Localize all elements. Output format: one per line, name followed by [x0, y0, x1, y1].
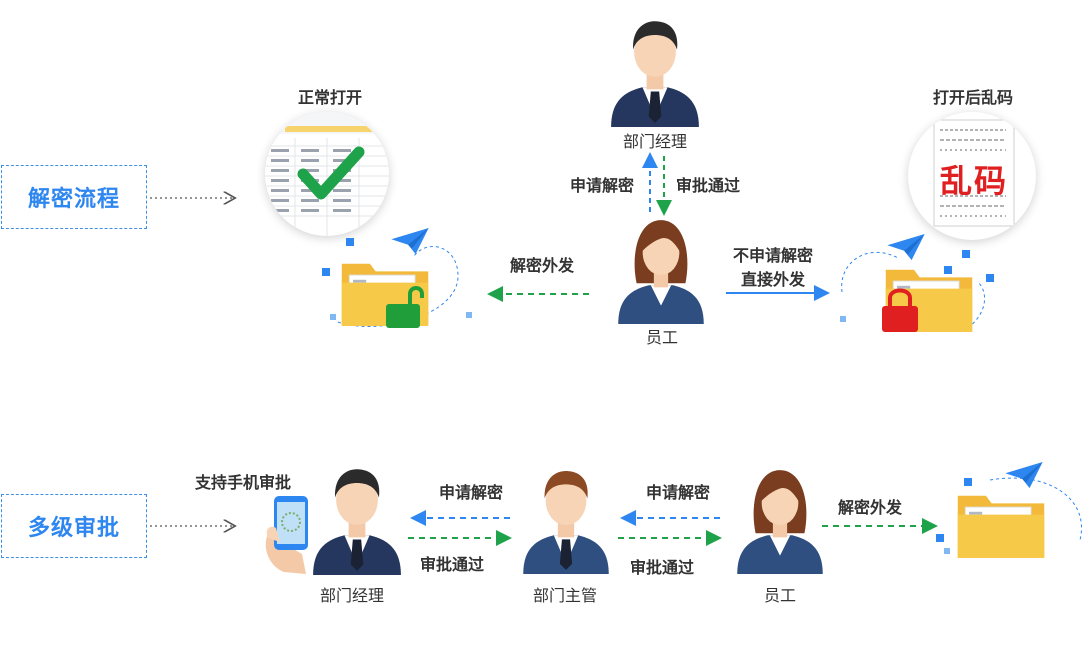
garbled-document-preview: 乱码 — [908, 112, 1036, 240]
lock-icon — [882, 306, 918, 332]
supervisor-label: 部门主管 — [532, 586, 597, 605]
unlocked-folder-group — [318, 226, 478, 336]
mobile-approval-label: 支持手机审批 — [195, 473, 292, 492]
check-icon — [297, 146, 365, 200]
no-apply-line2: 直接外发 — [740, 270, 805, 289]
vertical-flow-arrows — [642, 152, 672, 216]
normal-open-caption: 正常打开 — [297, 88, 362, 107]
garbled-text: 乱码 — [939, 162, 1008, 200]
normal-document-preview — [265, 112, 389, 236]
decrypt-send-arrow — [487, 286, 589, 302]
phone-icon — [265, 496, 308, 574]
bottom-manager-label: 部门经理 — [319, 586, 384, 605]
supervisor-avatar — [523, 471, 609, 574]
locked-folder-group — [838, 232, 998, 342]
employee-avatar — [618, 220, 704, 324]
apply-decrypt-label: 申请解密 — [570, 176, 635, 195]
manager-label: 部门经理 — [622, 132, 687, 151]
bottom-employee-label: 员工 — [763, 586, 796, 605]
folder-icon — [957, 495, 1045, 559]
manager-avatar — [611, 21, 699, 127]
bottom-manager-avatar — [313, 469, 401, 575]
no-apply-line1: 不申请解密 — [732, 246, 813, 265]
section-title-text: 解密流程 — [27, 187, 120, 212]
manager-supervisor-arrows — [408, 510, 512, 546]
bottom-decrypt-send-label: 解密外发 — [838, 498, 903, 517]
section-title-text: 多级审批 — [27, 516, 120, 541]
supervisor-employee-arrows — [618, 510, 722, 546]
paper-plane-icon — [1005, 462, 1043, 489]
apply-decrypt-label-2: 申请解密 — [646, 483, 711, 502]
section-pointer-arrow — [150, 518, 240, 534]
employee-label: 员工 — [645, 328, 678, 347]
direct-send-arrow — [726, 285, 830, 301]
approve-pass-label: 审批通过 — [676, 176, 741, 195]
decrypt-send-label: 解密外发 — [510, 256, 575, 275]
paper-plane-icon — [391, 228, 429, 255]
bottom-employee-avatar — [737, 470, 823, 574]
fingerprint-icon — [281, 512, 301, 532]
section-title-decrypt-flow: 解密流程 — [1, 165, 147, 229]
paper-plane-icon — [887, 234, 925, 261]
garbled-caption: 打开后乱码 — [932, 88, 1013, 107]
unlock-icon — [386, 304, 420, 328]
bottom-decrypt-send-arrow — [822, 518, 938, 534]
approve-pass-label-2: 审批通过 — [630, 558, 695, 577]
apply-decrypt-label-1: 申请解密 — [439, 483, 504, 502]
square-dot-icon — [346, 238, 354, 246]
sent-folder-group — [930, 460, 1088, 570]
approve-pass-label-1: 审批通过 — [420, 555, 485, 574]
section-pointer-arrow — [150, 190, 240, 206]
section-title-multi-approval: 多级审批 — [1, 494, 147, 558]
